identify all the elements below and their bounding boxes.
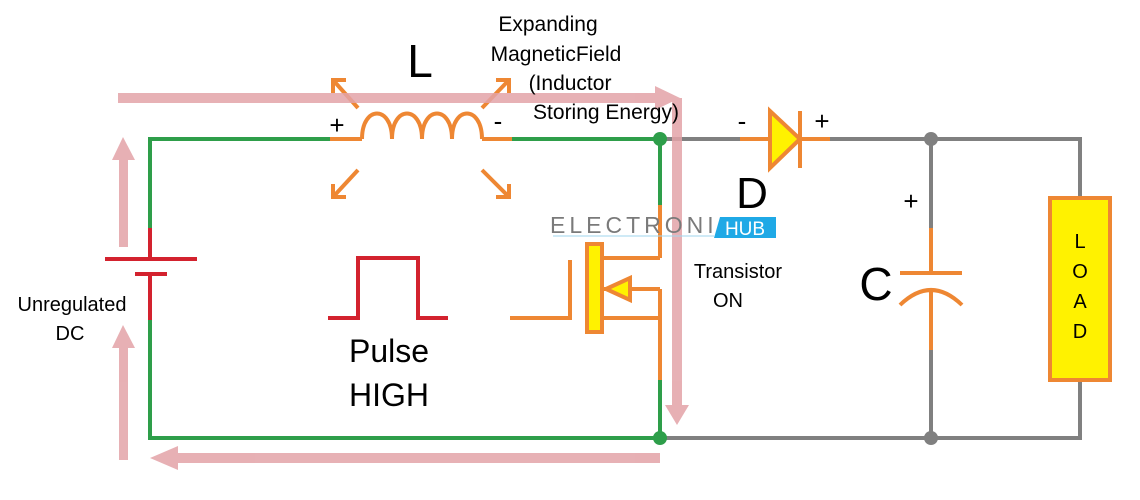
pulse-waveform xyxy=(328,256,448,320)
logo-badge: HUB xyxy=(725,219,765,240)
wire-top-left xyxy=(148,137,330,228)
load-letter-2: O xyxy=(1072,261,1088,283)
field-label-line2: MagneticField xyxy=(491,43,622,66)
diode-minus-label: - xyxy=(738,106,747,136)
junction-dot-top xyxy=(653,132,667,146)
inductor-symbol xyxy=(330,111,512,141)
junction-dot-cap-bottom xyxy=(924,431,938,445)
source-label-line2: DC xyxy=(56,323,85,345)
capacitor-symbol xyxy=(898,228,964,350)
inductor-label: L xyxy=(407,35,433,87)
diode-plus-label: + xyxy=(814,106,829,136)
input-loop-wires xyxy=(148,137,662,440)
capacitor-label: C xyxy=(859,258,892,310)
junction-dot-cap-top xyxy=(924,132,938,146)
load-resistor xyxy=(1048,196,1112,382)
wire-bottom-left xyxy=(148,320,660,440)
load-letter-4: D xyxy=(1073,321,1087,343)
pulse-label-line1: Pulse xyxy=(349,333,429,369)
inductor-plus-label: + xyxy=(329,110,344,140)
diode-label: D xyxy=(736,169,768,218)
load-letter-3: A xyxy=(1073,291,1087,313)
capacitor-plus-label: + xyxy=(903,186,918,216)
source-label-line1: Unregulated xyxy=(18,294,127,316)
current-flow-arrows xyxy=(112,86,689,470)
pulse-label-line2: HIGH xyxy=(349,377,429,413)
transistor-symbol xyxy=(510,205,662,380)
electronics-hub-logo: ELECTRONICS HUB xyxy=(550,212,776,240)
battery-symbol xyxy=(105,228,197,320)
transistor-label-line2: ON xyxy=(713,290,743,312)
diode-symbol xyxy=(740,106,830,173)
field-label-line4: Storing Energy) xyxy=(533,101,679,124)
field-label-line1: Expanding xyxy=(498,13,597,36)
field-label-line3: (Inductor xyxy=(529,72,612,95)
inductor-minus-label: - xyxy=(494,106,503,136)
transistor-label-line1: Transistor xyxy=(694,261,783,283)
junction-dot-bottom xyxy=(653,431,667,445)
load-letter-1: L xyxy=(1074,231,1085,253)
